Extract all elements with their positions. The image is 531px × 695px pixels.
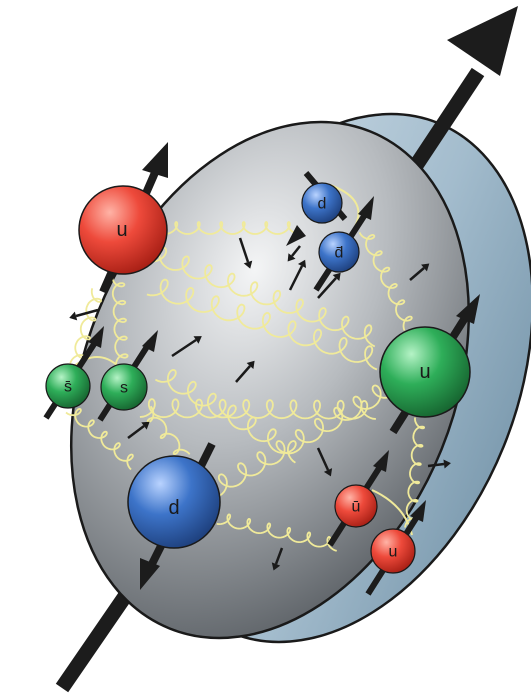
- quark-u-red-large: u: [78, 142, 168, 294]
- gluon-spring: [146, 246, 376, 348]
- small-spin-arrow: [409, 263, 430, 281]
- gluon-spring: [146, 278, 378, 371]
- small-spin-arrow: [69, 308, 99, 321]
- quark-anti-s-green: s̄: [43, 326, 104, 420]
- quark-anti-u-red: ū: [327, 450, 389, 547]
- quark-label: u: [419, 361, 430, 383]
- quark-label: d̄: [335, 245, 344, 262]
- small-spin-arrow: [238, 237, 253, 269]
- small-spin-arrow: [271, 547, 284, 571]
- gluon-spring: [404, 417, 426, 528]
- quark-label: s: [120, 380, 128, 397]
- quark-label: s̄: [64, 379, 72, 396]
- quark-label: u: [116, 219, 127, 241]
- small-spin-arrow: [288, 259, 307, 291]
- quark-label: d: [318, 196, 327, 213]
- gluon-spring: [111, 276, 129, 366]
- gluon-spin-arrows: [69, 237, 451, 571]
- gluon-spring: [216, 513, 337, 552]
- small-spin-arrow: [317, 272, 341, 299]
- quark-d-blue-small: d: [286, 171, 348, 246]
- gluon-spring: [164, 221, 301, 235]
- quark-label: u: [389, 544, 398, 561]
- small-spin-arrow: [235, 360, 255, 383]
- gluon-spring: [65, 407, 134, 471]
- quark-label: ū: [352, 499, 361, 516]
- quark-group: u d d̄ u s̄ s: [43, 142, 480, 596]
- small-spin-arrow: [427, 459, 451, 469]
- quark-u-red-small: u: [365, 500, 426, 596]
- small-spin-arrow: [316, 447, 333, 477]
- small-spin-arrow: [127, 421, 150, 439]
- gluon-spring: [217, 384, 393, 497]
- gluon-spring: [146, 405, 191, 456]
- small-spin-arrow: [171, 336, 202, 358]
- quark-u-green-large: u: [379, 294, 480, 435]
- quark-d-blue-large: d: [127, 442, 221, 590]
- gluon-spring: [69, 288, 102, 364]
- gluon-spring: [358, 232, 413, 331]
- quark-anti-d-blue-small: d̄: [313, 196, 374, 292]
- quark-label: d: [168, 497, 179, 519]
- gluon-spring: [139, 398, 376, 420]
- small-spin-arrow: [287, 245, 301, 262]
- quark-s-green: s: [97, 330, 158, 422]
- gluon-spring: [155, 368, 297, 464]
